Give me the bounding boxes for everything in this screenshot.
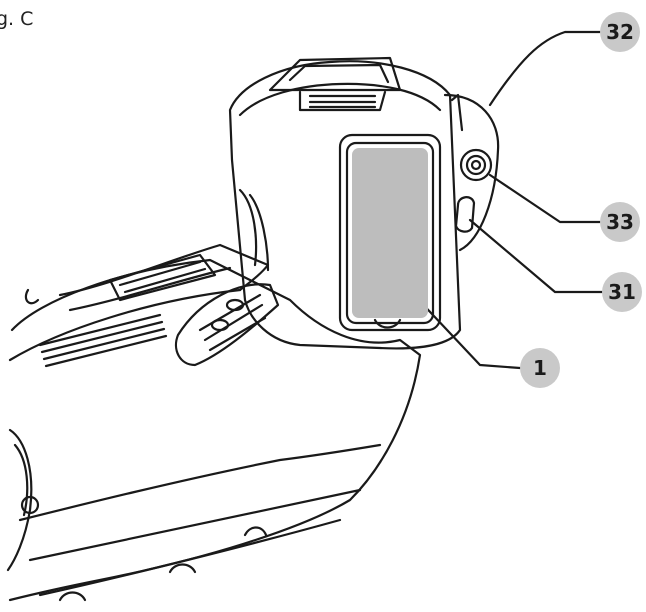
- figure-label: g. C: [0, 8, 34, 30]
- callout-label-33: 33: [606, 210, 634, 234]
- callout-1: 1: [520, 348, 560, 388]
- leader-line-33: [488, 173, 602, 224]
- callout-32: 32: [600, 12, 640, 52]
- callout-label-32: 32: [606, 20, 634, 44]
- callout-33: 33: [600, 202, 640, 242]
- callout-31: 31: [602, 272, 642, 312]
- callout-label-31: 31: [608, 280, 636, 304]
- leader-line-31: [468, 218, 604, 294]
- leader-line-32: [488, 30, 602, 107]
- device-body-outline: [8, 258, 422, 602]
- display-screen: [352, 148, 428, 318]
- callout-label-1: 1: [533, 356, 547, 380]
